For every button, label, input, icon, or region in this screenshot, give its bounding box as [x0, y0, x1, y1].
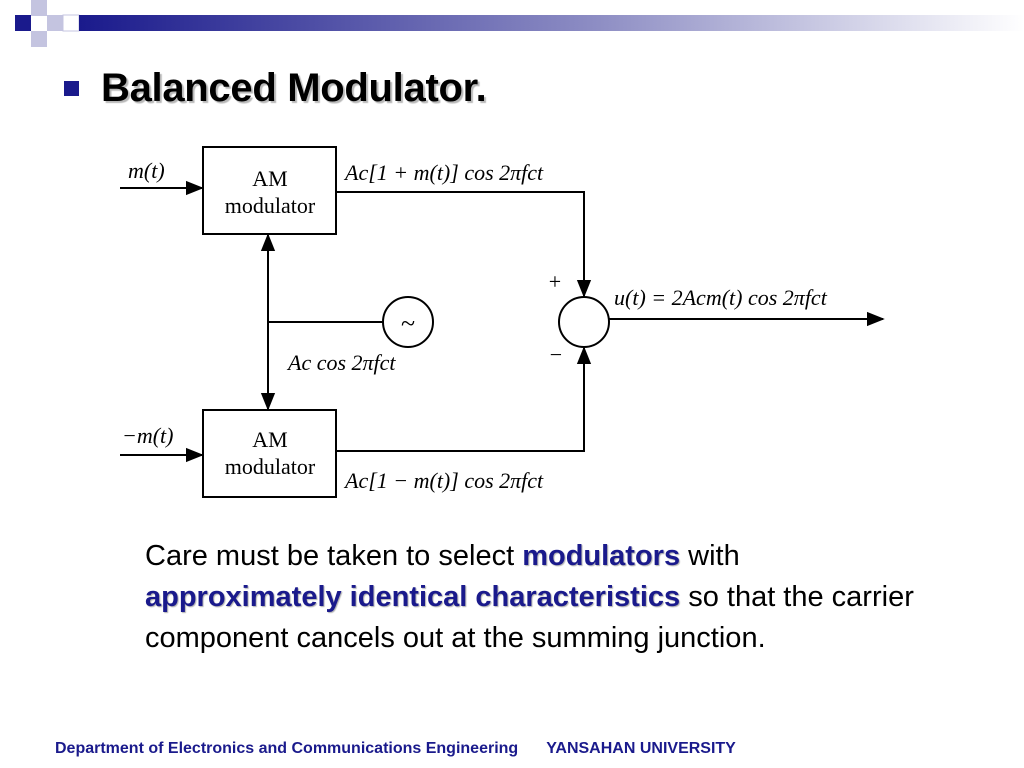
top-output-label: Ac[1 + m(t)] cos 2πfct: [343, 160, 544, 185]
input-top-label: m(t): [128, 158, 165, 183]
top-output-path: [336, 191, 592, 298]
summing-junction: [558, 296, 610, 348]
header-decoration: [15, 0, 1024, 47]
sum-plus-sign: +: [549, 269, 561, 294]
am-modulator-top-box: [202, 146, 337, 235]
slide-title: Balanced Modulator.: [101, 66, 487, 110]
sum-minus-sign: −: [550, 342, 562, 367]
footer: Department of Electronics and Communicat…: [55, 740, 736, 758]
footer-university: YANSAHAN UNIVERSITY: [546, 740, 736, 757]
body-text-3: so that the carrier component cancels ou…: [145, 581, 914, 654]
body-text-1: Care must be taken to select: [145, 540, 523, 572]
am-modulator-bottom-line1: AM: [252, 427, 287, 452]
input-bottom-label: −m(t): [122, 423, 174, 448]
bottom-output-path: [336, 346, 592, 452]
output-label: u(t) = 2Acm(t) cos 2πfct: [614, 285, 828, 310]
body-highlight-characteristics: approximately identical characteristics: [145, 581, 681, 613]
am-modulator-top-line2: modulator: [225, 193, 316, 218]
bottom-output-label: Ac[1 − m(t)] cos 2πfct: [343, 468, 544, 493]
footer-department: Department of Electronics and Communicat…: [55, 740, 519, 757]
carrier-label: Ac cos 2πfct: [286, 350, 396, 375]
am-modulator-top-line1: AM: [252, 166, 287, 191]
body-text: Care must be taken to select modulators …: [145, 536, 925, 659]
bullet-square-icon: [64, 81, 79, 96]
body-text-2: with: [680, 540, 740, 572]
title-row: Balanced Modulator.: [64, 66, 487, 111]
oscillator-symbol: ~: [401, 309, 415, 338]
body-highlight-modulators: modulators: [522, 540, 681, 572]
oscillator-circle: [382, 296, 434, 348]
am-modulator-bottom-line2: modulator: [225, 454, 316, 479]
